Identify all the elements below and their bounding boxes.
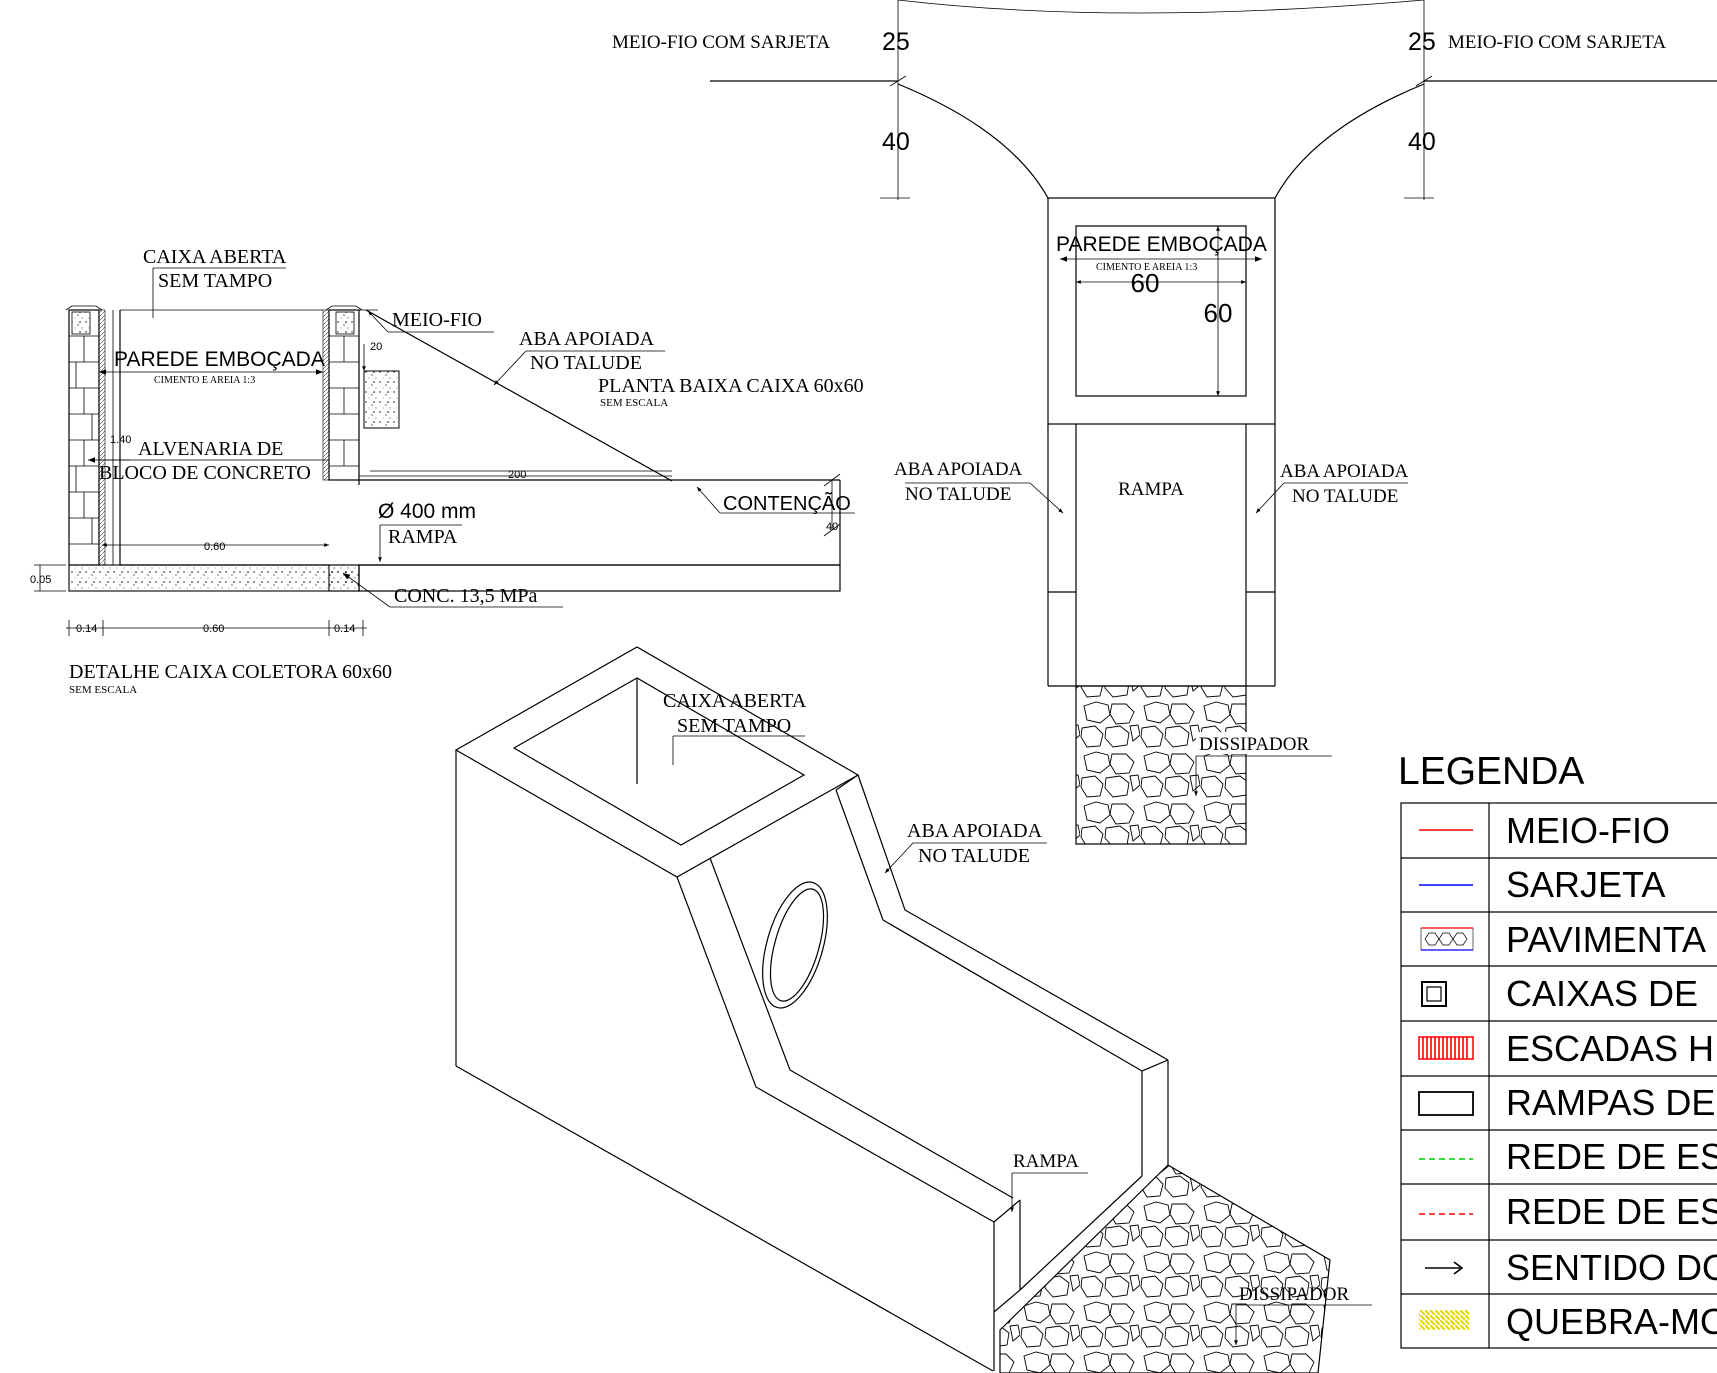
section-pipe-label: Ø 400 mm (378, 500, 476, 523)
plan-curb-left-label: MEIO-FIO COM SARJETA (612, 32, 830, 53)
section-dim-005: 0.05 (30, 574, 51, 586)
arrow-right-icon (1425, 1261, 1464, 1275)
iso-box-open-2: SEM TAMPO (677, 715, 791, 737)
section-wall-sub: CIMENTO E AREIA 1:3 (154, 375, 255, 386)
section-dim-060: 0.60 (203, 623, 224, 635)
section-dim-014-right: 0.14 (334, 623, 355, 635)
plan-ramp-label: RAMPA (1118, 479, 1184, 500)
section-dim-060-inner: 0.60 (204, 541, 225, 553)
iso-ramp-label: RAMPA (1013, 1151, 1079, 1172)
plan-view: PAREDE EMBOÇADA CIMENTO E AREIA 1:3 60 6… (612, 0, 1717, 845)
plan-dim-25-left: 25 (882, 28, 910, 56)
section-scale: SEM ESCALA (69, 684, 137, 696)
plan-aba-left-1: ABA APOIADA (894, 459, 1023, 480)
section-aba-1: ABA APOIADA (519, 328, 655, 350)
section-dim-140: 1.40 (110, 434, 131, 446)
plan-wall-label: PAREDE EMBOÇADA (1056, 233, 1267, 256)
isometric-view: CAIXA ABERTA SEM TAMPO ABA APOIADA NO TA… (454, 646, 1372, 1373)
section-containment-label: CONTENÇÃO (723, 491, 851, 515)
plan-aba-right-2: NO TALUDE (1292, 486, 1398, 507)
legend-item-label: MEIO-FIO (1506, 810, 1670, 851)
section-dim-40: 40 (826, 521, 838, 533)
legend-item-label: REDE DE ES (1506, 1191, 1717, 1232)
section-title: DETALHE CAIXA COLETORA 60x60 (69, 661, 392, 683)
section-concrete-label: CONC. 13,5 MPa (394, 585, 537, 607)
legend-item-label: QUEBRA-MO (1506, 1301, 1717, 1342)
iso-aba-2: NO TALUDE (918, 845, 1030, 867)
section-dim-200: 200 (508, 469, 526, 481)
section-plan-title: PLANTA BAIXA CAIXA 60x60 (598, 375, 864, 397)
plan-aba-right-1: ABA APOIADA (1280, 461, 1409, 482)
paving-hatch-icon (1420, 927, 1474, 951)
rectangle-icon (1418, 1091, 1474, 1116)
legend-item-label: CAIXAS DE (1506, 973, 1698, 1014)
legend-item-label: PAVIMENTA (1506, 919, 1706, 960)
legend-title: LEGENDA (1398, 750, 1584, 793)
plan-dim-60-width: 60 (1131, 268, 1160, 298)
plan-dim-40-right: 40 (1408, 128, 1436, 156)
legend-item-label: SENTIDO DO (1506, 1247, 1717, 1288)
legend-item-label: RAMPAS DE (1506, 1082, 1715, 1123)
section-dim-20: 20 (370, 341, 382, 353)
section-ramp-label: RAMPA (388, 526, 458, 548)
section-masonry-1: ALVENARIA DE (138, 438, 283, 460)
red-stairs-icon (1418, 1036, 1474, 1060)
section-box-open-2: SEM TAMPO (158, 270, 272, 292)
section-box-open-1: CAIXA ABERTA (143, 246, 287, 268)
section-masonry-2: BLOCO DE CONCRETO (99, 462, 311, 484)
section-plan-scale: SEM ESCALA (600, 397, 668, 409)
box-square-icon (1421, 981, 1447, 1007)
plan-dim-25-right: 25 (1408, 28, 1436, 56)
plan-dim-40-left: 40 (882, 128, 910, 156)
section-curb-label: MEIO-FIO (392, 309, 482, 331)
iso-dissipator-label: DISSIPADOR (1239, 1284, 1349, 1305)
section-aba-2: NO TALUDE (530, 352, 642, 374)
legend-item-label: REDE DE ES (1506, 1136, 1717, 1177)
plan-aba-left-2: NO TALUDE (905, 484, 1011, 505)
plan-dim-60-height: 60 (1204, 298, 1233, 328)
plan-curb-right-label: MEIO-FIO COM SARJETA (1448, 32, 1666, 53)
legend: LEGENDA (1398, 750, 1717, 1349)
section-detail: CAIXA ABERTA SEM TAMPO MEIO-FIO ABA APOI… (30, 246, 864, 696)
plan-wall-sub: CIMENTO E AREIA 1:3 (1096, 262, 1197, 273)
legend-item-label: SARJETA (1506, 864, 1665, 905)
section-dim-014-left: 0.14 (76, 623, 97, 635)
iso-aba-1: ABA APOIADA (907, 820, 1043, 842)
plan-dissipator-label: DISSIPADOR (1199, 734, 1309, 755)
iso-box-open-1: CAIXA ABERTA (663, 690, 807, 712)
section-wall-label: PAREDE EMBOÇADA (114, 348, 325, 371)
yellow-hatch-icon (1419, 1310, 1469, 1330)
legend-item-label: ESCADAS H (1506, 1028, 1714, 1069)
